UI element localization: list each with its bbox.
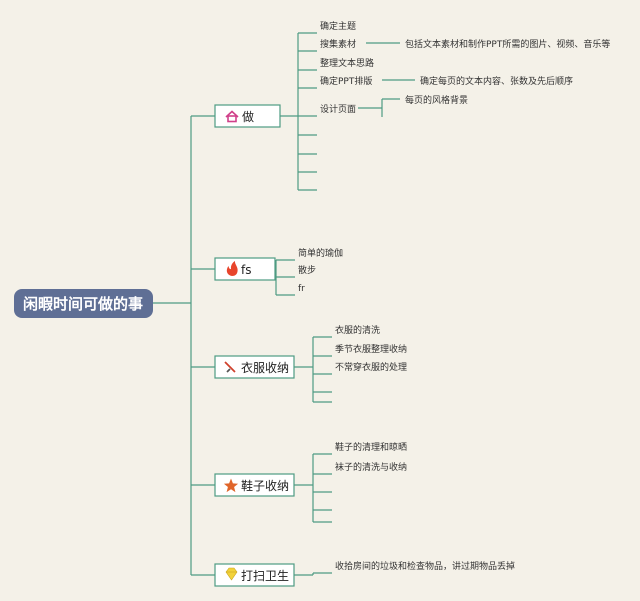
leaf-item: 收拾房间的垃圾和检查物品，讲过期物品丢掉 bbox=[335, 560, 515, 572]
branch-node-shoes[interactable]: 鞋子收纳 bbox=[214, 473, 295, 497]
leaf-item: 搜集素材 bbox=[320, 38, 356, 50]
root-node[interactable]: 闲暇时间可做的事 bbox=[14, 289, 153, 318]
branch-label-do: 做 bbox=[242, 109, 254, 124]
leaf-item: 鞋子的清理和晾晒 bbox=[335, 441, 407, 453]
branch-node-do[interactable]: 做 bbox=[214, 104, 281, 128]
leaf-detail: 包括文本素材和制作PPT所需的图片、视频、音乐等 bbox=[405, 38, 610, 50]
home-icon bbox=[225, 110, 239, 123]
leaf-detail: 确定每页的文本内容、张数及先后顺序 bbox=[420, 75, 573, 87]
branch-node-clothes[interactable]: 衣服收纳 bbox=[214, 355, 295, 379]
branch-node-fs[interactable]: fs bbox=[214, 257, 276, 281]
leaf-item: 设计页面 bbox=[320, 103, 356, 115]
leaf-item: 整理文本思路 bbox=[320, 57, 374, 69]
leaf-item: 衣服的清洗 bbox=[335, 324, 380, 336]
leaf-item: 袜子的清洗与收纳 bbox=[335, 461, 407, 473]
sword-icon bbox=[224, 361, 236, 373]
branch-label-cleaning: 打扫卫生 bbox=[241, 569, 289, 583]
branch-label-fs: fs bbox=[241, 263, 251, 277]
leaf-item: fr bbox=[298, 284, 305, 294]
gem-icon bbox=[225, 567, 238, 581]
leaf-item: 确定PPT排版 bbox=[320, 75, 372, 87]
leaf-item: 确定主题 bbox=[320, 20, 356, 32]
root-label: 闲暇时间可做的事 bbox=[23, 295, 143, 313]
leaf-item: 简单的瑜伽 bbox=[298, 247, 343, 259]
leaf-item: 季节衣服整理收纳 bbox=[335, 343, 407, 355]
branch-label-shoes: 鞋子收纳 bbox=[241, 478, 289, 493]
leaf-item: 不常穿衣服的处理 bbox=[335, 361, 407, 373]
fire-icon bbox=[226, 261, 238, 276]
leaf-detail: 每页的风格背景 bbox=[405, 94, 468, 106]
branch-label-clothes: 衣服收纳 bbox=[241, 360, 289, 375]
star-icon bbox=[223, 478, 239, 493]
leaf-item: 散步 bbox=[298, 264, 316, 276]
branch-node-cleaning[interactable]: 打扫卫生 bbox=[214, 563, 295, 587]
